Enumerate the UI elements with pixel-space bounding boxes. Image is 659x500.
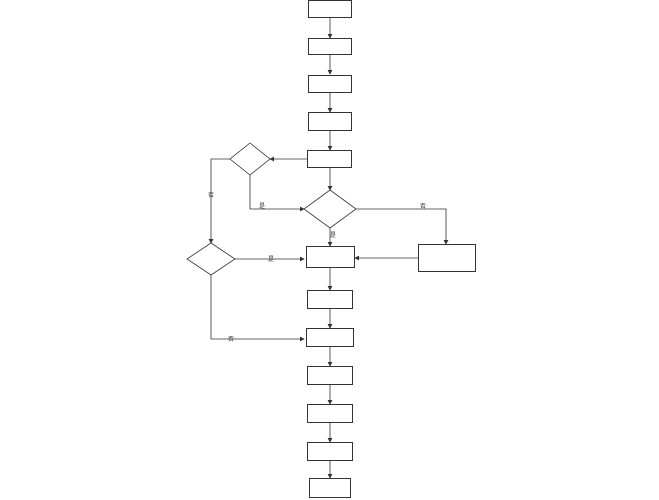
process-node-3 (308, 75, 352, 93)
process-node-11 (307, 442, 353, 461)
decision-1-shape (229, 142, 271, 176)
edge-d3-8 (210, 275, 305, 342)
process-node-6 (306, 246, 355, 268)
process-node-1 (308, 0, 352, 18)
decision-3-label (190, 254, 232, 264)
process-node-side (418, 244, 476, 272)
decision-1-label (232, 152, 268, 166)
process-node-12 (309, 478, 351, 498)
edge-label-no-2: 否 (420, 203, 427, 210)
process-node-4 (308, 112, 352, 131)
edge-d1-d3 (208, 158, 230, 244)
process-node-8 (306, 328, 354, 347)
process-node-10 (307, 404, 353, 423)
decision-2-shape (303, 189, 357, 229)
edge-label-yes-3: 是 (268, 256, 275, 263)
edge-label-no-3: 否 (228, 336, 235, 343)
edge-d2-side (356, 208, 449, 245)
process-node-9 (307, 366, 353, 385)
edge-label-yes-1: 是 (259, 203, 266, 210)
process-node-5 (307, 150, 352, 168)
edge-label-no-1: 否 (208, 192, 215, 199)
edge-label-yes-2: 是 (330, 232, 337, 239)
decision-3-shape (186, 242, 236, 276)
process-node-2 (308, 38, 352, 55)
process-node-7 (307, 290, 353, 309)
edge-d1-d2 (249, 175, 305, 212)
decision-2-label (310, 201, 350, 217)
